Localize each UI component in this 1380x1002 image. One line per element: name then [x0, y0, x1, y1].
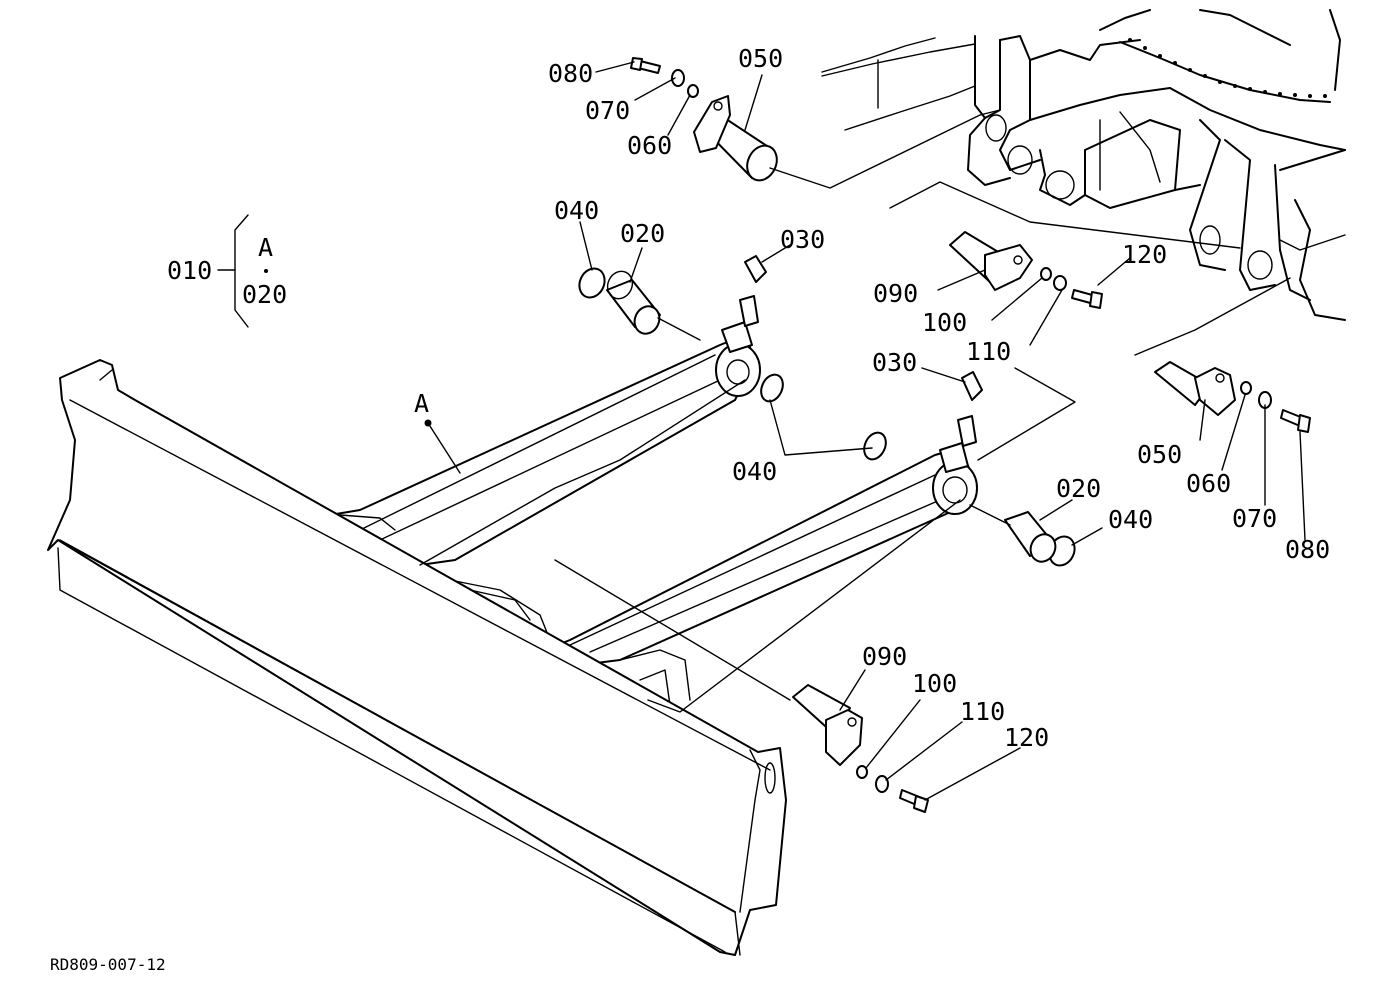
- label-030-b: 030: [872, 348, 917, 377]
- label-040-b: 040: [732, 457, 777, 486]
- assembly-lines: [217, 109, 1291, 713]
- label-120-bottom: 120: [1004, 723, 1049, 752]
- label-060-top: 060: [627, 131, 672, 160]
- assembly-dot: [264, 269, 268, 273]
- leader-lines: [424, 61, 1306, 801]
- label-010: 010: [167, 256, 212, 285]
- label-070-right: 070: [1232, 504, 1277, 533]
- label-030-a: 030: [780, 225, 825, 254]
- blade-assembly: [47, 255, 983, 956]
- label-020-a: 020: [620, 219, 665, 248]
- loose-parts: [578, 57, 1311, 813]
- label-assembly-020: 020: [242, 280, 287, 309]
- label-050-right: 050: [1137, 440, 1182, 469]
- part-labels: 050 080 070 060 040 020 030 010 A 020 A …: [50, 44, 1330, 974]
- label-assembly-a: A: [258, 233, 273, 262]
- label-120-right: 120: [1122, 240, 1167, 269]
- drawing-code: RD809-007-12: [50, 955, 166, 974]
- label-090-bottom: 090: [862, 642, 907, 671]
- label-110-right: 110: [966, 337, 1011, 366]
- machine-frame: [821, 9, 1346, 321]
- label-080-right: 080: [1285, 535, 1330, 564]
- label-020-b: 020: [1056, 474, 1101, 503]
- label-050-top: 050: [738, 44, 783, 73]
- label-060-right: 060: [1186, 469, 1231, 498]
- label-080-top: 080: [548, 59, 593, 88]
- label-100-right: 100: [922, 308, 967, 337]
- label-070-top: 070: [585, 96, 630, 125]
- label-100-bottom: 100: [912, 669, 957, 698]
- label-090-right: 090: [873, 279, 918, 308]
- label-040-a: 040: [554, 196, 599, 225]
- label-callout-a: A: [414, 389, 429, 418]
- label-040-c: 040: [1108, 505, 1153, 534]
- label-110-bottom: 110: [960, 697, 1005, 726]
